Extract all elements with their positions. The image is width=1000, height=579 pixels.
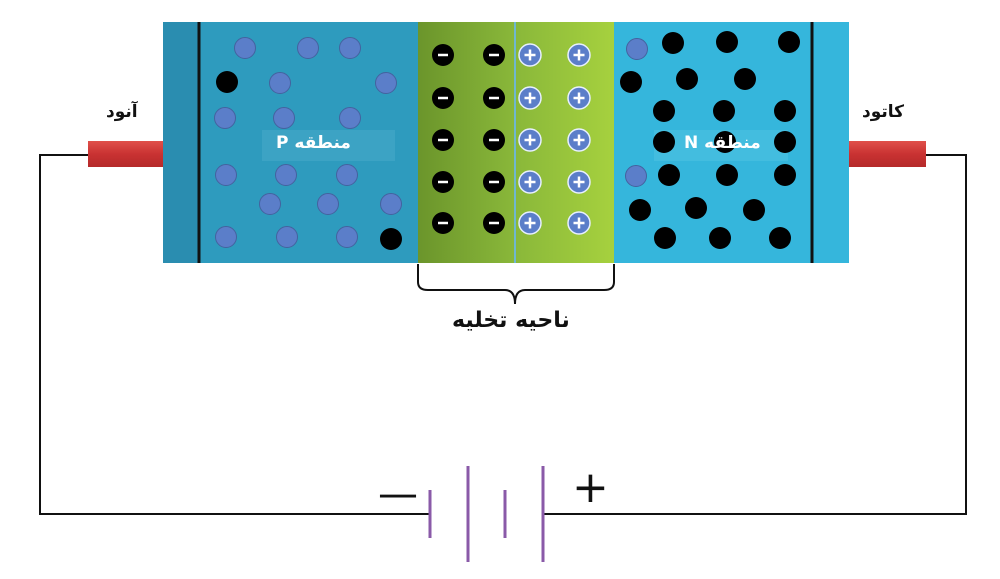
n-region-label: منطقه N (684, 133, 761, 153)
hole-icon (297, 37, 319, 59)
negative-ion-icon (483, 87, 505, 109)
positive-ion-icon (567, 86, 591, 110)
anode-label: آنود (106, 102, 138, 122)
hole-icon (336, 164, 358, 186)
electron-icon (654, 227, 676, 249)
electron-icon (216, 71, 238, 93)
hole-icon (273, 107, 295, 129)
electron-icon (685, 197, 707, 219)
electron-icon (774, 164, 796, 186)
negative-ion-icon (483, 44, 505, 66)
hole-icon (275, 164, 297, 186)
circuit-wire-left (39, 154, 430, 515)
positive-ion-icon (518, 86, 542, 110)
depletion-region-label: ناحیه تخلیه (452, 308, 570, 333)
negative-ion-icon (432, 44, 454, 66)
hole-icon (214, 107, 236, 129)
charge-carriers (214, 31, 800, 250)
electron-icon (620, 71, 642, 93)
negative-ion-icon (432, 129, 454, 151)
hole-icon (234, 37, 256, 59)
battery-positive-sign: + (572, 462, 609, 513)
cathode-terminal (848, 141, 926, 167)
p-region-edge (163, 22, 199, 263)
hole-icon (339, 107, 361, 129)
negative-ion-icon (483, 212, 505, 234)
hole-icon (215, 226, 237, 248)
positive-ion-icon (518, 170, 542, 194)
electron-icon (774, 131, 796, 153)
positive-ion-icon (567, 170, 591, 194)
electron-icon (774, 100, 796, 122)
electron-icon (709, 227, 731, 249)
electron-icon (380, 228, 402, 250)
hole-icon (380, 193, 402, 215)
positive-ion-icon (518, 128, 542, 152)
electron-icon (743, 199, 765, 221)
depletion-region-brace (417, 264, 615, 305)
electron-icon (653, 131, 675, 153)
negative-ion-icon (432, 212, 454, 234)
hole-icon (317, 193, 339, 215)
negative-ion-icon (432, 171, 454, 193)
negative-ion-icon (483, 129, 505, 151)
negative-ion-icon (432, 87, 454, 109)
p-region-label-backdrop (262, 130, 395, 161)
circuit-wire-right (543, 154, 967, 515)
electron-icon (778, 31, 800, 53)
hole-icon (336, 226, 358, 248)
battery-negative-sign: — (378, 471, 418, 517)
anode-terminal (88, 141, 165, 167)
hole-icon (276, 226, 298, 248)
electron-icon (716, 164, 738, 186)
positive-ion-icon (518, 43, 542, 67)
negative-ion-icon (483, 171, 505, 193)
cathode-label: کاتود (862, 102, 905, 122)
electron-icon (769, 227, 791, 249)
electron-icon (713, 100, 735, 122)
hole-icon (339, 37, 361, 59)
hole-icon (626, 38, 648, 60)
positive-ion-icon (567, 43, 591, 67)
hole-icon (215, 164, 237, 186)
positive-ion-icon (567, 128, 591, 152)
electron-icon (658, 164, 680, 186)
electron-icon (716, 31, 738, 53)
electron-icon (734, 68, 756, 90)
positive-ion-icon (518, 211, 542, 235)
electron-icon (653, 100, 675, 122)
electron-icon (662, 32, 684, 54)
p-region-label: منطقه P (276, 133, 351, 153)
hole-icon (375, 72, 397, 94)
positive-ion-icon (567, 211, 591, 235)
hole-icon (269, 72, 291, 94)
electron-icon (676, 68, 698, 90)
hole-icon (625, 165, 647, 187)
depletion-ions (432, 43, 591, 235)
electron-icon (714, 131, 736, 153)
hole-icon (259, 193, 281, 215)
electron-icon (629, 199, 651, 221)
